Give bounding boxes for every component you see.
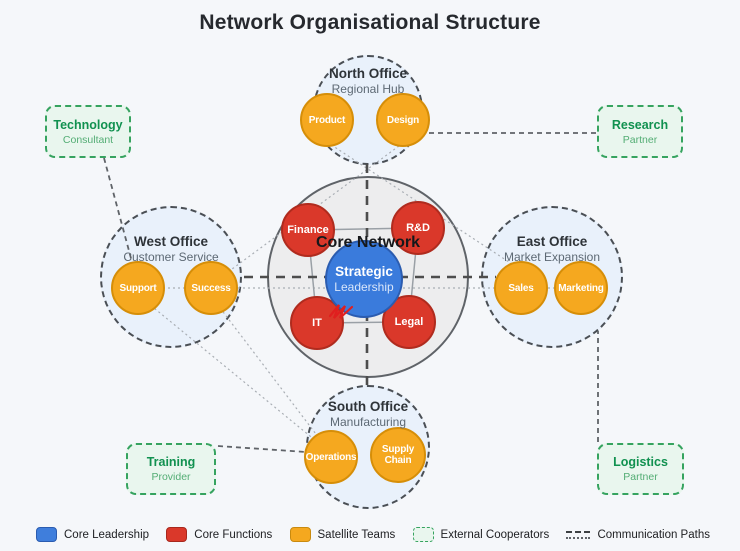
north-office-subtitle: Regional Hub	[331, 82, 405, 96]
strategic-leadership-line1: Strategic	[335, 264, 393, 279]
cooperator-technology-role: Consultant	[62, 133, 114, 146]
cooperator-logistics-role: Partner	[623, 471, 658, 483]
legend-label: Communication Paths	[597, 528, 710, 541]
team-node-supply-chain: Supply Chain	[370, 427, 426, 483]
core-network-label: Core Network	[315, 234, 421, 251]
legend-label: Satellite Teams	[317, 528, 396, 541]
team-node-success: Success	[184, 261, 238, 315]
legend-item-core-functions: Core Functions	[166, 527, 272, 542]
team-node-sales: Sales	[494, 261, 548, 315]
east-office-label: East Office Market Expansion	[467, 234, 637, 264]
team-node-design: Design	[376, 93, 430, 147]
cooperator-research-role: Partner	[622, 133, 658, 146]
page-title: Network Organisational Structure	[199, 11, 541, 34]
cooperator-training-name: Training	[146, 455, 196, 469]
function-node-finance: Finance	[281, 203, 335, 257]
dotted-path-design-success	[227, 142, 404, 273]
external-cooperators-swatch-icon	[412, 527, 434, 542]
function-node-rnd: R&D	[391, 201, 445, 255]
west-office-label: West Office Customer Service	[86, 234, 256, 264]
cooperator-box-training: Training Provider	[126, 443, 216, 495]
legend-label: Core Functions	[194, 528, 273, 541]
satellite-teams-swatch-icon	[289, 527, 311, 542]
function-node-it: IT	[290, 296, 344, 350]
path-training-south	[217, 445, 307, 453]
cooperator-research-name: Research	[611, 117, 669, 132]
cooperator-training-role: Provider	[151, 471, 191, 483]
west-office-name: West Office	[133, 234, 209, 249]
north-office-label: North Office Regional Hub	[283, 66, 453, 96]
west-office-subtitle: Customer Service	[123, 250, 219, 264]
core-functions-swatch-icon	[166, 527, 188, 542]
cooperator-logistics-name: Logistics	[613, 455, 668, 469]
team-node-support: Support	[111, 261, 165, 315]
legend-label: External Cooperators	[440, 528, 550, 541]
legend-item-communication-paths: Communication Paths	[566, 529, 710, 541]
strategic-leadership-line2: Leadership	[334, 280, 394, 294]
south-office-label: South Office Manufacturing	[283, 399, 453, 429]
cooperator-box-technology: Technology Consultant	[45, 105, 131, 158]
team-node-operations: Operations	[304, 430, 358, 484]
communication-paths-dash-icon	[566, 530, 591, 539]
team-node-product: Product	[300, 93, 354, 147]
north-office-name: North Office	[328, 66, 407, 81]
core-leadership-swatch-icon	[36, 527, 57, 542]
cooperator-technology-name: Technology	[53, 117, 123, 132]
team-node-marketing: Marketing	[554, 261, 608, 315]
cooperator-box-research: Research Partner	[597, 105, 683, 158]
south-office-name: South Office	[327, 399, 409, 414]
dashed-line-glyph	[566, 530, 591, 533]
legend-item-external-cooperators: External Cooperators	[412, 527, 550, 542]
east-office-subtitle: Market Expansion	[503, 250, 601, 264]
south-office-subtitle: Manufacturing	[329, 415, 407, 429]
east-office-name: East Office	[516, 234, 588, 249]
dotted-line-glyph	[566, 536, 591, 539]
legend-item-core-leadership: Core Leadership	[36, 527, 149, 542]
legend-bar: Core Leadership Core Functions Satellite…	[0, 527, 740, 542]
legend-label: Core Leadership	[64, 528, 150, 541]
cooperator-box-logistics: Logistics Partner	[597, 443, 684, 495]
legend-item-satellite-teams: Satellite Teams	[289, 527, 396, 542]
